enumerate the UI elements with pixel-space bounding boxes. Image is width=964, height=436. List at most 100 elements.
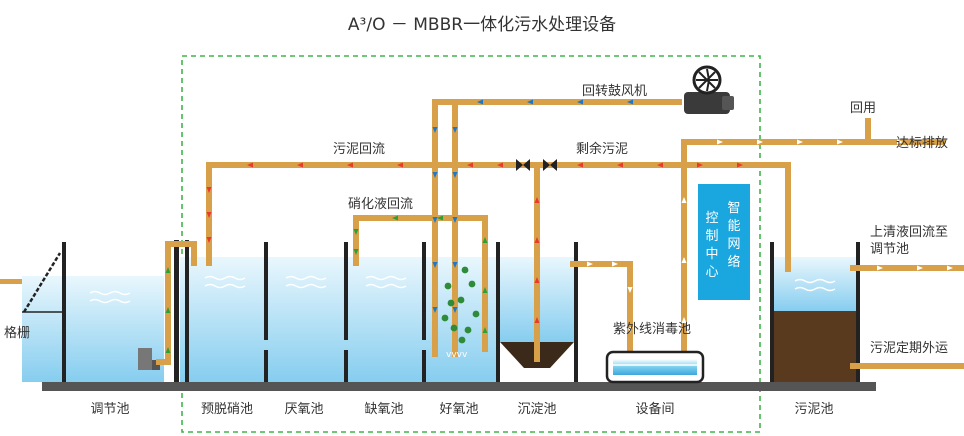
control-center-box: 控 制 中 心 智 能 网 络 — [698, 184, 750, 300]
bar-screen — [22, 252, 62, 313]
blower-label: 回转鼓风机 — [582, 84, 647, 99]
nitrate-return-label: 硝化液回流 — [348, 197, 413, 212]
flow-arrow — [681, 257, 687, 263]
sludge-out-label: 污泥定期外运 — [870, 341, 948, 356]
flow-arrow — [165, 307, 171, 313]
flow-arrow — [587, 261, 593, 267]
flow-arrows — [165, 99, 953, 353]
flow-arrow — [432, 217, 438, 223]
control-char: 制 — [705, 229, 718, 244]
uv-outlet-pipe — [681, 139, 945, 356]
effluent-transfer-pipe — [570, 261, 633, 356]
diffuser-marks: vvvv — [446, 350, 468, 360]
flow-arrow — [577, 162, 583, 168]
supernatant-label-line1: 上清液回流至 — [870, 225, 948, 240]
flow-arrow — [452, 127, 458, 133]
discharge-label: 达标排放 — [896, 136, 948, 151]
flow-arrow — [482, 327, 488, 333]
excess-sludge-label: 剩余污泥 — [576, 141, 628, 157]
control-char: 络 — [727, 254, 740, 270]
tank-label: 污泥池 — [794, 402, 833, 417]
flow-arrow — [432, 262, 438, 268]
flow-arrow — [877, 265, 883, 271]
tank-label: 缺氧池 — [364, 402, 403, 417]
flow-arrow — [627, 99, 633, 105]
control-char: 能 — [727, 219, 740, 234]
flow-arrow — [165, 267, 171, 273]
ground-base — [42, 382, 876, 391]
uv-tank-label: 紫外线消毒池 — [613, 322, 691, 337]
flow-arrow — [717, 139, 723, 145]
flow-arrow — [534, 317, 540, 323]
flow-arrow — [206, 187, 212, 193]
flow-arrow — [947, 265, 953, 271]
flow-arrow — [627, 287, 633, 293]
flow-arrow — [917, 265, 923, 271]
flow-arrow — [432, 172, 438, 178]
inlet-pipe — [0, 279, 22, 284]
aeration-bubbles — [441, 266, 480, 344]
flow-arrow — [627, 327, 633, 333]
flow-arrow — [482, 287, 488, 293]
supernatant-label-line2: 调节池 — [870, 242, 909, 257]
sludge-layer — [774, 311, 856, 382]
control-char: 控 — [705, 211, 718, 226]
control-char: 心 — [705, 265, 718, 280]
tank-label: 调节池 — [90, 402, 129, 417]
flow-arrow — [353, 229, 359, 235]
tank-walls — [62, 240, 860, 382]
flow-arrow — [452, 307, 458, 313]
nitrate-return-pipe — [353, 215, 488, 352]
flow-arrow — [437, 215, 443, 221]
control-char: 网 — [727, 237, 740, 252]
flow-arrow — [452, 217, 458, 223]
process-labels: 回转鼓风机 污泥回流 剩余污泥 硝化液回流 紫外线消毒池 回用 达标排放 上清液… — [4, 84, 948, 356]
blower-icon — [684, 65, 734, 114]
flow-arrow — [432, 127, 438, 133]
flow-arrow — [497, 162, 503, 168]
flow-arrow — [797, 139, 803, 145]
air-main-pipe — [432, 99, 682, 357]
reuse-label: 回用 — [850, 101, 876, 116]
feed-pipe — [156, 241, 197, 365]
flow-arrow — [467, 162, 473, 168]
water-ripples — [89, 275, 836, 304]
control-char: 中 — [705, 247, 718, 262]
flow-arrow — [432, 307, 438, 313]
flow-arrow — [681, 317, 687, 323]
control-char: 智 — [727, 201, 740, 216]
sludge-tank-inlet-pipe — [768, 162, 791, 272]
uv-disinfection-unit — [605, 350, 705, 384]
tank-label: 厌氧池 — [284, 402, 323, 417]
tank-label: 预脱硝池 — [201, 402, 253, 417]
flow-arrow — [737, 162, 743, 168]
flow-arrow — [577, 99, 583, 105]
flow-arrow — [206, 237, 212, 243]
flow-arrow — [297, 162, 303, 168]
diagram-title: A³/O － MBBR一体化污水处理设备 — [348, 15, 616, 35]
flow-arrow — [347, 162, 353, 168]
water-areas — [22, 257, 856, 382]
flow-arrow — [837, 139, 843, 145]
flow-arrow — [392, 215, 398, 221]
flow-arrow — [897, 139, 903, 145]
flow-arrow — [534, 197, 540, 203]
flow-arrow — [397, 162, 403, 168]
flow-arrow — [657, 162, 663, 168]
flow-arrow — [206, 212, 212, 218]
sludge-return-label: 污泥回流 — [333, 142, 385, 157]
flow-arrow — [452, 262, 458, 268]
flow-arrow — [612, 261, 618, 267]
screen-label: 格栅 — [4, 325, 30, 341]
flow-arrow — [527, 99, 533, 105]
valve-icons — [516, 159, 557, 171]
flow-arrow — [477, 99, 483, 105]
flow-arrow — [681, 197, 687, 203]
flow-arrow — [452, 172, 458, 178]
tank-label: 设备间 — [635, 401, 674, 417]
tank-labels: 调节池 预脱硝池 厌氧池 缺氧池 好氧池 沉淀池 设备间 污泥池 — [90, 401, 833, 417]
flow-arrow — [534, 277, 540, 283]
flow-arrow — [534, 237, 540, 243]
flow-arrow — [617, 162, 623, 168]
